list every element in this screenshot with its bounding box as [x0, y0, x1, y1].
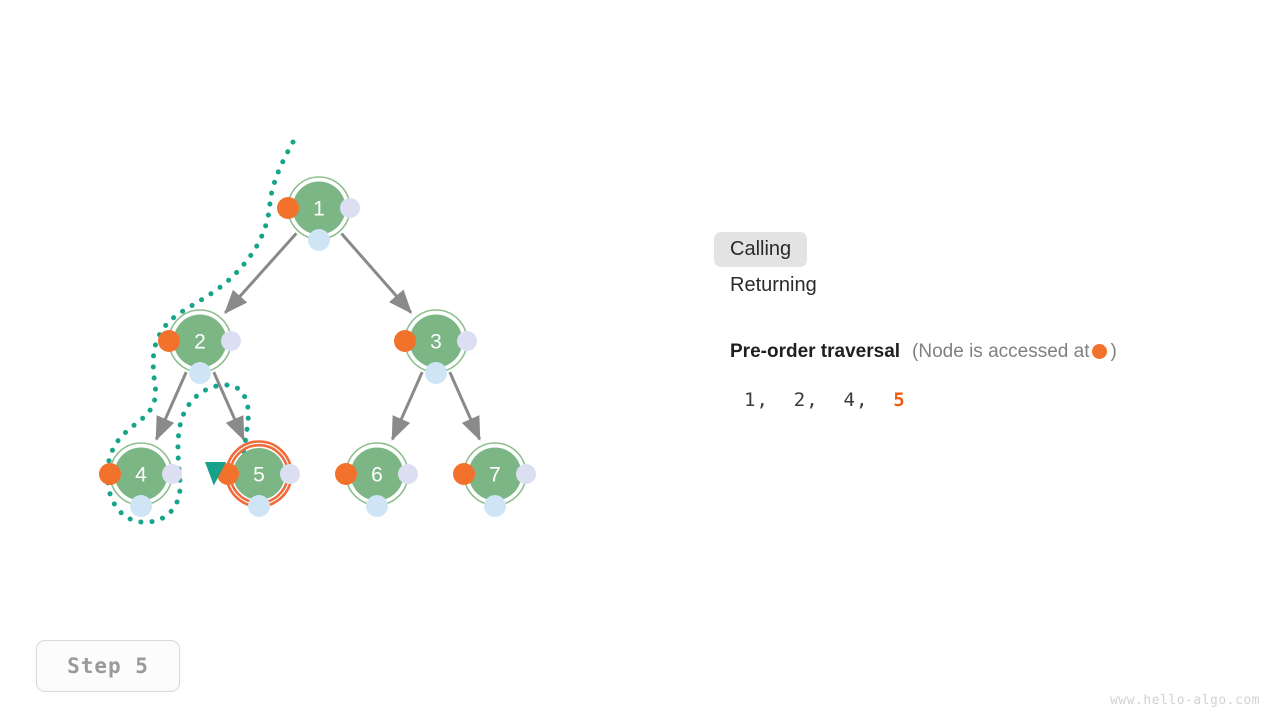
tree-node-5: 5 [217, 440, 300, 517]
node-label: 3 [430, 331, 442, 354]
node-access-dot [394, 330, 416, 352]
tree-node-2: 2 [158, 309, 241, 384]
watermark: www.hello-algo.com [1110, 693, 1260, 708]
tree-canvas: 1 2 3 4 5 6 7 [99, 139, 536, 525]
node-right-dot [398, 464, 418, 484]
binary-tree-diagram: 1 2 3 4 5 6 7 [0, 0, 700, 620]
tree-edge [340, 232, 413, 314]
node-circle [292, 181, 346, 235]
node-bottom-dot [130, 495, 152, 517]
traversal-note-prefix: (Node is accessed at [912, 341, 1090, 362]
node-access-dot [277, 197, 299, 219]
tree-edge [448, 371, 481, 441]
step-badge: Step 5 [36, 640, 180, 692]
tree-node-4: 4 [99, 442, 182, 517]
node-circle [409, 314, 463, 368]
traversal-heading: Pre-order traversal (Node is accessed at) [730, 342, 1254, 361]
tree-node-3: 3 [394, 309, 477, 384]
tree-edge [224, 232, 298, 315]
node-access-dot [158, 330, 180, 352]
node-circle [233, 448, 285, 500]
traversal-value: 4, [843, 389, 894, 411]
tree-node-6: 6 [335, 442, 418, 517]
tree-nodes: 1 2 3 4 5 6 7 [99, 176, 536, 517]
node-bottom-dot [425, 362, 447, 384]
node-circle [468, 447, 522, 501]
node-circle [114, 447, 168, 501]
legend-calling-row: Calling [714, 232, 1254, 267]
traversal-value: 2, [793, 389, 844, 411]
node-right-dot [280, 464, 300, 484]
node-label: 2 [194, 331, 206, 354]
recursion-path-line [104, 139, 296, 525]
tree-node-7: 7 [453, 442, 536, 517]
recursion-path [104, 139, 296, 525]
node-circle [350, 447, 404, 501]
node-label: 7 [489, 464, 501, 487]
pointer-triangle-icon [205, 462, 226, 486]
traversal-value: 1, [744, 389, 794, 411]
node-access-dot [99, 463, 121, 485]
node-right-dot [457, 331, 477, 351]
node-label: 1 [313, 198, 325, 221]
node-bottom-dot [366, 495, 388, 517]
node-access-dot [453, 463, 475, 485]
node-right-dot [221, 331, 241, 351]
legend-calling-label: Calling [714, 232, 808, 267]
node-label: 4 [135, 464, 147, 487]
node-bottom-dot [308, 229, 330, 251]
node-access-dot [335, 463, 357, 485]
node-right-dot [340, 198, 360, 218]
legend-returning-label: Returning [730, 274, 817, 296]
traversal-value-current: 5 [893, 389, 906, 411]
traversal-note-suffix: ) [1110, 341, 1117, 362]
tree-node-1: 1 [277, 176, 360, 251]
node-label: 5 [253, 464, 265, 487]
tree-edges [155, 232, 481, 441]
access-dot-icon [1092, 344, 1108, 359]
tree-edge [155, 371, 188, 441]
node-bottom-dot [484, 495, 506, 517]
node-right-dot [516, 464, 536, 484]
tree-edge [391, 371, 424, 441]
current-pointer [205, 462, 226, 486]
legend-returning-row: Returning [714, 267, 1254, 303]
tree-edge [212, 371, 245, 441]
traversal-sequence: 1, 2, 4, 5 [730, 389, 1254, 411]
step-badge-label: Step 5 [67, 654, 149, 678]
node-bottom-dot [248, 495, 270, 517]
node-label: 6 [371, 464, 383, 487]
node-bottom-dot [189, 362, 211, 384]
traversal-title: Pre-order traversal [730, 341, 901, 362]
node-circle [173, 314, 227, 368]
info-panel: Calling Returning Pre-order traversal (No… [714, 232, 1254, 411]
node-right-dot [162, 464, 182, 484]
traversal-block: Pre-order traversal (Node is accessed at)… [714, 342, 1254, 411]
